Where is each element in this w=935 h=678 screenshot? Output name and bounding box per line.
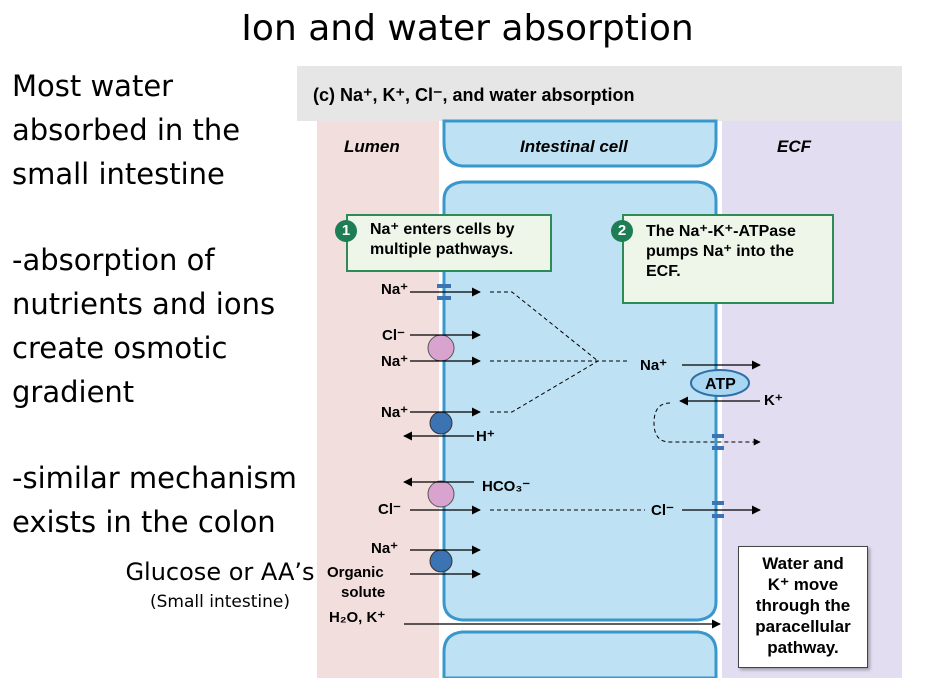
step2-number-badge: 2 bbox=[611, 220, 633, 242]
note-line: paracellular bbox=[755, 617, 851, 636]
ion-k: K⁺ bbox=[764, 392, 783, 409]
region-lumen-label: Lumen bbox=[344, 137, 400, 156]
na3-dashed-path bbox=[490, 360, 599, 413]
ion-na1: Na⁺ bbox=[381, 281, 408, 298]
ion-na2: Na⁺ bbox=[381, 353, 408, 370]
note-line: pathway. bbox=[767, 638, 839, 657]
figure-header: (c) Na⁺, K⁺, Cl⁻, and water absorption bbox=[313, 85, 635, 105]
na-cl-cotransporter bbox=[427, 334, 455, 362]
slide-title: Ion and water absorption bbox=[241, 8, 694, 49]
cl-hco3-exchanger bbox=[427, 480, 455, 508]
bullet-line: exists in the colon bbox=[12, 505, 276, 539]
bullet-line: create osmotic bbox=[12, 331, 228, 365]
ion-cl2: Cl⁻ bbox=[378, 501, 401, 518]
step2-line: pumps Na⁺ into the bbox=[646, 243, 794, 260]
lower-cell bbox=[442, 630, 718, 678]
ion-cl-center: Cl⁻ bbox=[651, 502, 674, 519]
na-k-atpase bbox=[690, 369, 750, 397]
step2-line: The Na⁺-K⁺-ATPase bbox=[646, 223, 796, 240]
ion-na3: Na⁺ bbox=[381, 404, 408, 421]
water-k-label: H₂O, K⁺ bbox=[329, 609, 385, 626]
na1-dashed-path bbox=[490, 291, 599, 362]
ion-cl1: Cl⁻ bbox=[382, 327, 405, 344]
ion-na-center: Na⁺ bbox=[640, 357, 667, 374]
na-solute-cotransporter bbox=[429, 549, 453, 573]
bullet-line: small intestine bbox=[12, 157, 225, 191]
atp-label: ATP bbox=[705, 376, 736, 393]
note-line: Water and bbox=[762, 554, 844, 573]
note-line: K⁺ move bbox=[767, 575, 839, 594]
step2-line: ECF. bbox=[646, 263, 681, 280]
step1-box: Na⁺ enters cells by multiple pathways. bbox=[346, 214, 552, 272]
glucose-sublabel: (Small intestine) bbox=[150, 592, 290, 612]
step1-number-badge: 1 bbox=[335, 220, 357, 242]
ion-h: H⁺ bbox=[476, 428, 495, 445]
bullet-osmotic-gradient: -absorption of nutrients and ions create… bbox=[12, 238, 275, 414]
organic-label: Organic bbox=[327, 564, 384, 581]
ion-na4: Na⁺ bbox=[371, 540, 398, 557]
na-h-exchanger bbox=[429, 411, 453, 435]
bullet-line: gradient bbox=[12, 375, 135, 409]
region-ecf-label: ECF bbox=[777, 137, 812, 156]
glucose-label: Glucose or AA’s bbox=[125, 558, 315, 586]
figure-header-bar bbox=[297, 66, 902, 121]
bullet-line: Most water bbox=[12, 69, 174, 103]
k-recycle-path bbox=[653, 402, 761, 446]
paracellular-note: Water and K⁺ move through the paracellul… bbox=[738, 546, 868, 668]
step2-box: The Na⁺-K⁺-ATPase pumps Na⁺ into the ECF… bbox=[622, 214, 834, 304]
lumen-region bbox=[317, 121, 439, 678]
step1-line: Na⁺ enters cells by bbox=[370, 221, 515, 238]
upper-cell bbox=[442, 119, 718, 168]
note-line: through the bbox=[755, 596, 851, 615]
bullet-line: -absorption of bbox=[12, 243, 215, 277]
step1-line: multiple pathways. bbox=[370, 241, 514, 258]
solute-label: solute bbox=[341, 584, 385, 601]
bullet-line: absorbed in the bbox=[12, 113, 241, 147]
bullet-colon: -similar mechanism exists in the colon bbox=[12, 456, 297, 544]
region-cell-label: Intestinal cell bbox=[520, 137, 629, 156]
ion-hco3: HCO₃⁻ bbox=[482, 478, 530, 495]
bullet-line: -similar mechanism bbox=[12, 461, 297, 495]
bullet-water-absorbed: Most water absorbed in the small intesti… bbox=[12, 64, 240, 196]
bullet-line: nutrients and ions bbox=[12, 287, 276, 321]
